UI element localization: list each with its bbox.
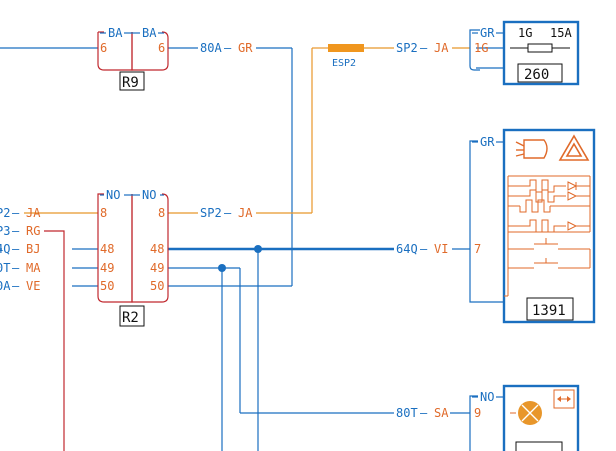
headlamp-icon xyxy=(515,139,548,159)
component-1391 xyxy=(502,128,596,324)
left-wire-color: MA xyxy=(26,261,41,275)
svg-text:—: — xyxy=(12,242,20,256)
svg-text:—: — xyxy=(12,261,20,275)
left-wire-code: 0A xyxy=(0,279,11,293)
r9-right-pin: 6 xyxy=(158,41,165,55)
svg-text:—: — xyxy=(224,206,232,220)
r9-left-color: BA xyxy=(108,26,123,40)
c1391-id: 1391 xyxy=(532,303,566,319)
wire-sp2-mid-color: JA xyxy=(238,206,253,220)
wire-80a-code: 80A xyxy=(200,41,222,55)
svg-text:—: — xyxy=(12,279,20,293)
svg-text:—: — xyxy=(420,242,428,256)
connector-r2 xyxy=(97,193,169,327)
left-wire-color: JA xyxy=(26,206,41,220)
r2-left-pin: 50 xyxy=(100,279,114,293)
r2-right-pin: 49 xyxy=(150,261,164,275)
blue-wires xyxy=(0,47,504,451)
svg-text:—: — xyxy=(420,406,428,420)
wire-80t-color: SA xyxy=(434,406,449,420)
c260-id: 260 xyxy=(524,67,549,83)
r9-left-pin: 6 xyxy=(100,41,107,55)
wire-64q-code: 64Q xyxy=(396,242,418,256)
component-260 xyxy=(469,20,580,86)
wire-sp2-mid-code: SP2 xyxy=(200,206,222,220)
left-wire-color: RG xyxy=(26,224,40,238)
r2-left-pin: 48 xyxy=(100,242,114,256)
svg-text:—: — xyxy=(224,41,232,55)
svg-text:—: — xyxy=(420,41,428,55)
wire-sp2-top-code: SP2 xyxy=(396,41,418,55)
c-bottom-conn-color: NO xyxy=(480,390,494,404)
red-wires xyxy=(44,230,65,451)
wire-64q-color: VI xyxy=(434,242,448,256)
r2-left-pin: 49 xyxy=(100,261,114,275)
c260-pin: 1G xyxy=(474,41,488,55)
r2-right-pin: 8 xyxy=(158,206,165,220)
svg-text:—: — xyxy=(12,224,20,238)
wire-80a-color: GR xyxy=(238,41,253,55)
component-bottom xyxy=(502,384,580,451)
c260-conn-color: GR xyxy=(480,26,495,40)
r2-right-pin: 50 xyxy=(150,279,164,293)
c260-fuse-id: 1G xyxy=(518,26,532,40)
r2-right-pin: 48 xyxy=(150,242,164,256)
label-dashes xyxy=(100,32,504,398)
c1391-conn-color: GR xyxy=(480,135,495,149)
internal-circuit xyxy=(504,175,591,297)
left-wire-code: P3 xyxy=(0,224,10,238)
wire-1391-gr xyxy=(469,140,504,303)
r2-left-color: NO xyxy=(106,188,120,202)
fuse-esp2-label: ESP2 xyxy=(332,58,356,69)
orange-wires xyxy=(24,47,470,214)
left-wire-code: P2 xyxy=(0,206,10,220)
left-wire-color: VE xyxy=(26,279,40,293)
connector-r9 xyxy=(97,31,169,91)
r2-id: R2 xyxy=(122,310,139,326)
wire-80t-code: 80T xyxy=(396,406,418,420)
r9-id: R9 xyxy=(122,75,139,91)
wire-bottom-no xyxy=(469,395,478,451)
wire-p3-rg xyxy=(44,230,65,451)
r2-right-color: NO xyxy=(142,188,156,202)
c-bottom-pin: 9 xyxy=(474,406,481,420)
c260-fuse-rating: 15A xyxy=(550,26,572,40)
r9-right-color: BA xyxy=(142,26,157,40)
wire-sp2-top-color: JA xyxy=(434,41,449,55)
left-wire-code: 4Q xyxy=(0,242,10,256)
c1391-pin: 7 xyxy=(474,242,481,256)
hazard-warning-icon xyxy=(558,134,590,161)
junction-dot xyxy=(254,245,262,253)
r2-left-pin: 8 xyxy=(100,206,107,220)
junction-dot xyxy=(218,264,226,272)
svg-text:—: — xyxy=(12,206,20,220)
fuse-esp2 xyxy=(328,44,364,52)
left-wire-code: 0T xyxy=(0,261,10,275)
left-wire-color: BJ xyxy=(26,242,40,256)
